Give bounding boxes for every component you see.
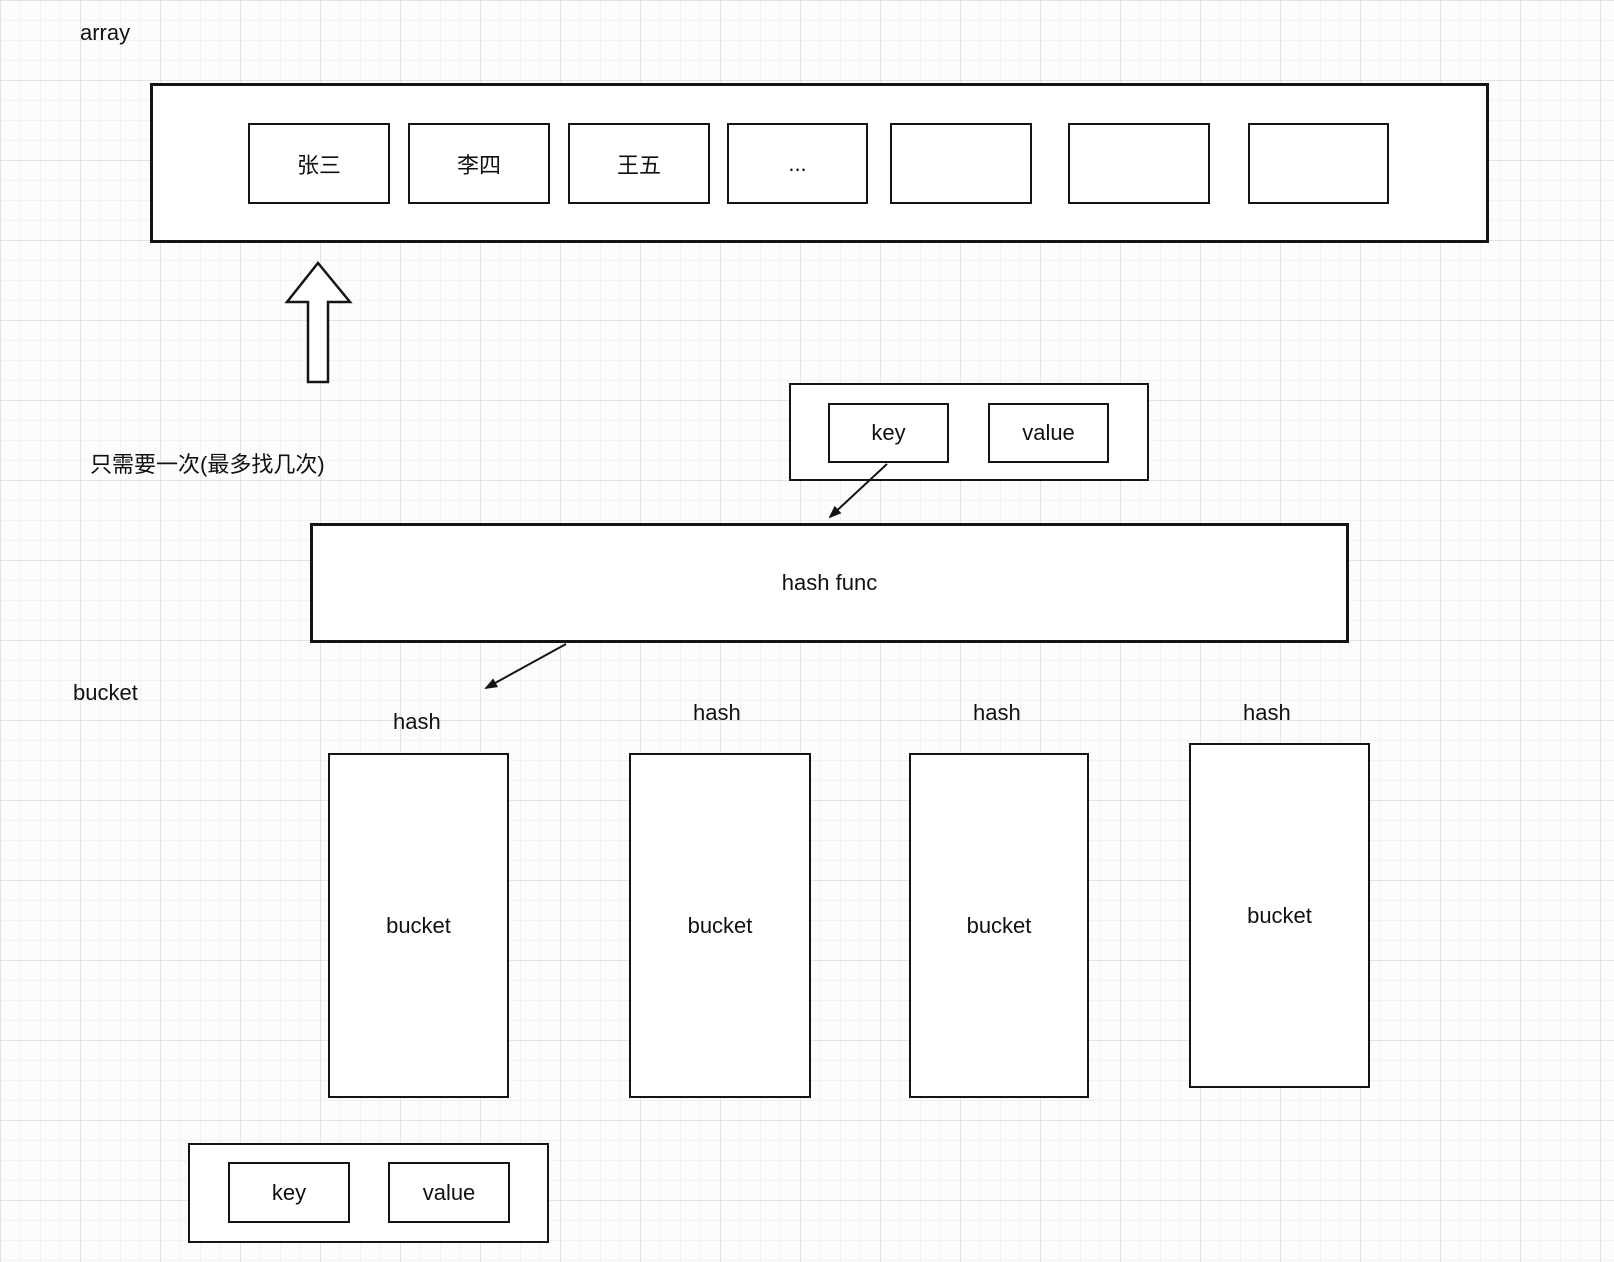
array-cell-3-label: 王五 [616, 152, 661, 178]
array-cell-1: 张三 [248, 123, 390, 204]
kv-bottom-key-box: key [228, 1162, 350, 1223]
kv-top-key-label: key [871, 420, 906, 445]
kv-bottom-key-label: key [271, 1179, 307, 1205]
hash-func-label: hash func [781, 570, 878, 595]
array-cell-1-label: 张三 [296, 152, 341, 178]
bucket-3-label: bucket [966, 912, 1032, 938]
bucket-section-label: bucket [73, 680, 138, 705]
hash-label-1: hash [393, 709, 441, 734]
kv-bottom-value-box: value [388, 1162, 510, 1223]
hash-label-4: hash [1243, 700, 1291, 725]
hash-func-box: hash func [310, 523, 1349, 643]
array-cell-2: 李四 [408, 123, 550, 204]
array-cell-7 [1248, 123, 1389, 204]
kv-top-value-label: value [1022, 420, 1075, 445]
bucket-2-label: bucket [687, 912, 753, 938]
kv-top-value-box: value [988, 403, 1109, 463]
hash-label-2: hash [693, 700, 741, 725]
array-cell-4-label: ... [788, 150, 807, 176]
note-text: 只需要一次(最多找几次) [90, 452, 325, 477]
array-cell-4: ... [727, 123, 868, 204]
bucket-4-label: bucket [1247, 902, 1312, 928]
arrow-hashfunc-to-bucket-icon [484, 643, 567, 689]
array-cell-6 [1068, 123, 1210, 204]
array-cell-3: 王五 [568, 123, 710, 204]
kv-bottom-value-label: value [422, 1179, 476, 1205]
array-cell-2-label: 李四 [456, 152, 501, 178]
hash-label-3: hash [973, 700, 1021, 725]
bucket-1-label: bucket [386, 912, 451, 938]
bucket-4: bucket [1189, 743, 1370, 1088]
block-arrow-up-icon [284, 261, 353, 384]
array-cell-5 [890, 123, 1032, 204]
kv-top-key-box: key [828, 403, 949, 463]
bucket-2: bucket [629, 753, 811, 1098]
array-title: array [80, 20, 131, 45]
bucket-1: bucket [328, 753, 509, 1098]
bucket-3: bucket [909, 753, 1089, 1098]
